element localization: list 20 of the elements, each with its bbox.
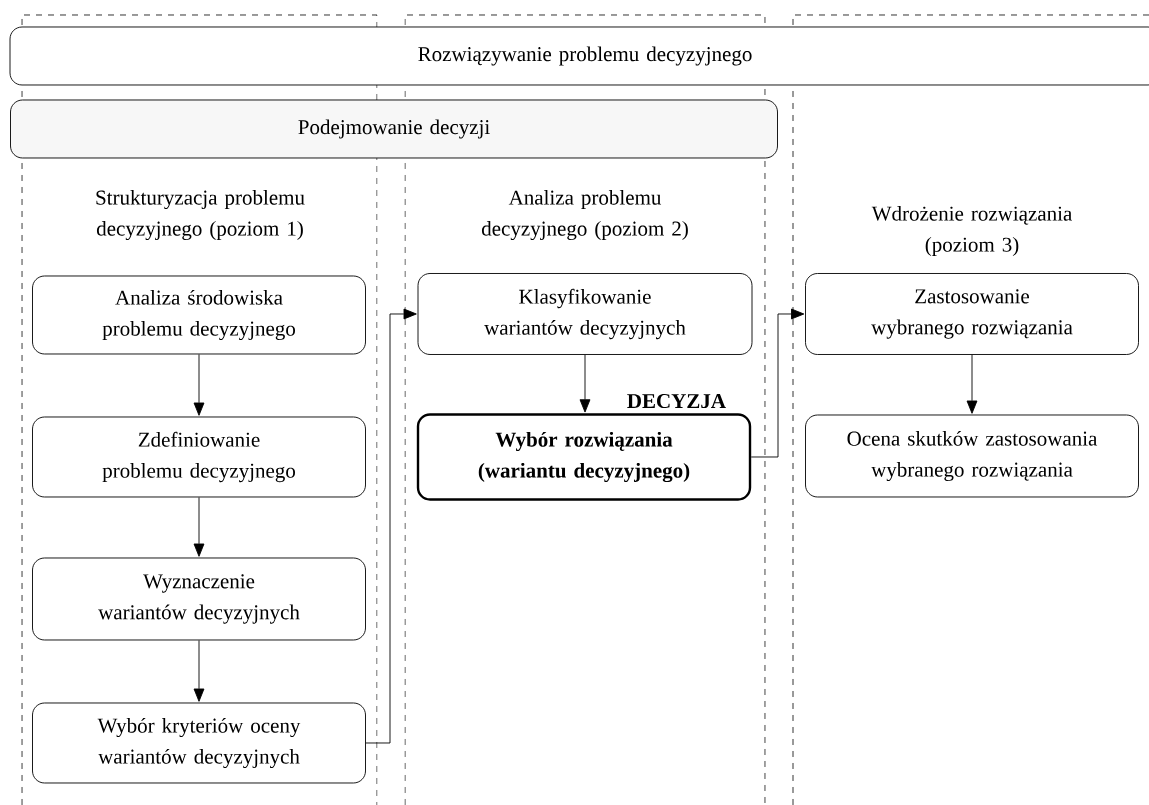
process-box: Wybór kryteriów oceny wariantów decyzyjnych xyxy=(32,702,366,784)
process-box: Zdefiniowanie problemu decyzyjnego xyxy=(32,416,366,498)
arrow xyxy=(579,354,591,413)
arrow xyxy=(193,497,205,557)
process-box: Ocena skutków zastosowania wybranego rozwiązania xyxy=(805,414,1139,498)
arrow xyxy=(193,640,205,702)
arrow xyxy=(966,354,978,414)
arrow xyxy=(750,308,805,458)
arrow xyxy=(365,308,417,744)
process-bar: Podejmowanie decyzji xyxy=(10,99,778,159)
arrow xyxy=(193,354,205,416)
process-box: Wybór rozwiązania (wariantu decyzyjnego) xyxy=(416,413,752,501)
column-heading: Strukturyzacja problemu decyzyjnego (poziom 1) xyxy=(96,189,305,241)
process-box: Klasyfikowanie wariantów decyzyjnych xyxy=(417,273,753,355)
column-heading: Analiza problemu decyzyjnego (poziom 2) xyxy=(481,189,688,241)
process-box: Zastosowanie wybranego rozwiązania xyxy=(805,273,1139,355)
process-box: Wyznaczenie wariantów decyzyjnych xyxy=(32,557,366,641)
process-box: Analiza środowiska problemu decyzyjnego xyxy=(32,275,366,355)
process-bar: Rozwiązywanie problemu decyzyjnego xyxy=(9,26,1149,86)
side-label: DECYZJA xyxy=(627,394,726,409)
